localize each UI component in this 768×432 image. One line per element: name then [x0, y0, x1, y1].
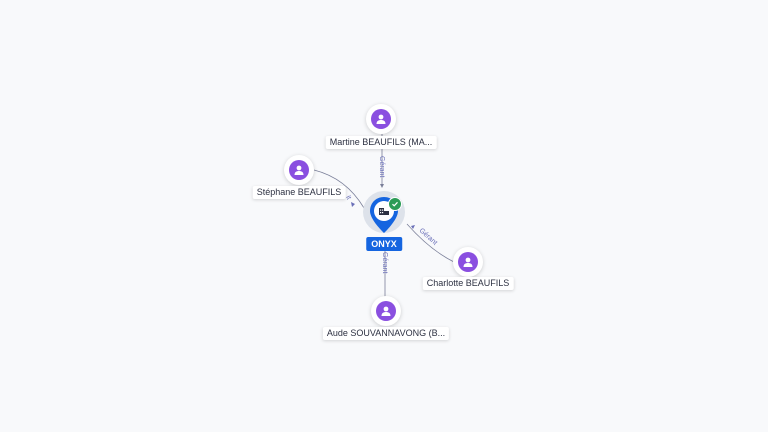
edge-charlotte-onyx	[406, 223, 455, 263]
person-label-charlotte[interactable]: Charlotte BEAUFILS	[422, 277, 514, 290]
person-icon	[458, 252, 478, 272]
person-icon	[289, 160, 309, 180]
person-label-stephane[interactable]: Stéphane BEAUFILS	[252, 186, 346, 199]
person-label-aude[interactable]: Aude SOUVANNAVONG (B...	[322, 327, 450, 340]
edge-label-aude: Gérant	[381, 252, 388, 273]
building-icon	[379, 208, 389, 215]
person-icon	[371, 109, 391, 129]
edge-arrow-stephane	[351, 202, 355, 207]
person-node-stephane[interactable]	[284, 155, 314, 185]
person-node-aude[interactable]	[371, 296, 401, 326]
person-label-martine[interactable]: Martine BEAUFILS (MA...	[325, 136, 437, 149]
edge-label-stephane: it	[344, 195, 352, 202]
verified-check-icon	[388, 197, 402, 211]
person-icon	[376, 301, 396, 321]
company-name-label[interactable]: ONYX	[366, 237, 402, 251]
edge-arrow-martine	[380, 184, 384, 188]
edge-label-martine: Gérant	[378, 156, 385, 177]
edge-label-charlotte: Gérant	[418, 227, 439, 247]
person-node-martine[interactable]	[366, 104, 396, 134]
edge-arrow-charlotte	[411, 225, 415, 229]
person-node-charlotte[interactable]	[453, 247, 483, 277]
